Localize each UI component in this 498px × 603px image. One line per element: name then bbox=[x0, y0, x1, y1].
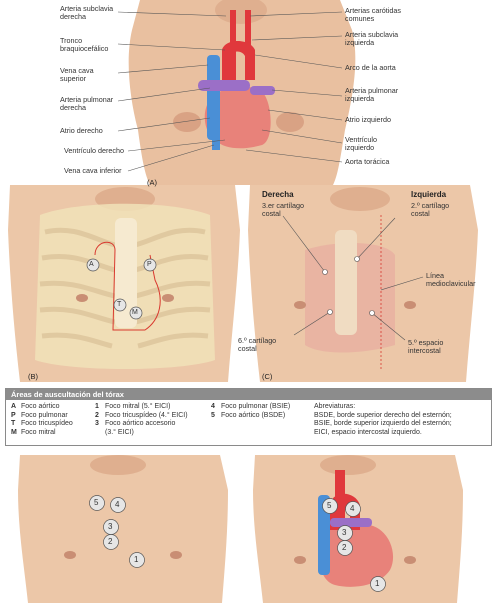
bottom-right-markers bbox=[322, 498, 386, 592]
legend-abbreviations: Abreviaturas: BSDE, borde superior derec… bbox=[314, 403, 492, 437]
label-ventriculo-izquierdo: Ventrículo izquierdo bbox=[345, 135, 377, 153]
legend-item-3-cont: (3.° EICI) bbox=[105, 428, 134, 436]
label-aorta-toracica: Aorta torácica bbox=[345, 157, 390, 166]
label-2o-cartilago-costal: 2.º cartílago costal bbox=[411, 201, 450, 219]
label-arteria-pulmonar-izquierda: Arteria pulmonar izquierda bbox=[345, 86, 399, 104]
abbrev-bsde: BSDE, borde superior derecho del esternó… bbox=[314, 411, 452, 419]
bl-marker-5: 5 bbox=[94, 498, 99, 507]
panel-c-torso bbox=[248, 185, 478, 382]
label-arteria-subclavia-izquierda: Arteria subclavia izquierda bbox=[345, 30, 399, 48]
label-arteria-pulmonar-derecha: Arteria pulmonar derecha bbox=[60, 95, 114, 113]
marker-p: P bbox=[147, 261, 152, 268]
panel-a-letter: (A) bbox=[147, 178, 157, 187]
label-vena-cava-superior: Vena cava superior bbox=[60, 66, 94, 84]
panel-b-torso bbox=[8, 185, 240, 382]
br-marker-1: 1 bbox=[375, 579, 380, 588]
panel-b-letter: (B) bbox=[28, 372, 38, 381]
panel-c-leaders bbox=[282, 215, 424, 341]
label-atrio-derecho: Atrio derecho bbox=[60, 126, 103, 135]
label-ventriculo-derecho: Ventrículo derecho bbox=[64, 146, 124, 155]
panel-c-title-derecha: Derecha bbox=[262, 190, 294, 199]
marker-a: A bbox=[89, 261, 94, 268]
bottom-right-torso bbox=[253, 455, 463, 603]
panel-a-leaders bbox=[117, 11, 343, 172]
label-6o-cartilago-costal: 6.º cartílago costal bbox=[238, 336, 277, 354]
label-tronco-braquiocefalico: Tronco braquiocefálico bbox=[60, 36, 109, 54]
panel-c-points bbox=[322, 256, 375, 316]
abbrev-title: Abreviaturas: bbox=[314, 403, 356, 410]
label-atrio-izquierdo: Atrio izquierdo bbox=[345, 115, 391, 124]
br-marker-2: 2 bbox=[342, 543, 347, 552]
panel-a-heart bbox=[198, 10, 275, 150]
marker-m: M bbox=[132, 309, 138, 316]
panel-c-title-izquierda: Izquierda bbox=[411, 190, 447, 199]
br-marker-3: 3 bbox=[342, 528, 347, 537]
label-vena-cava-inferior: Vena cava inferior bbox=[64, 166, 122, 175]
label-3er-cartilago-costal: 3.er cartílago costal bbox=[262, 201, 304, 219]
br-marker-4: 4 bbox=[350, 504, 355, 513]
abbrev-bsie: BSIE, borde superior izquierdo del ester… bbox=[314, 420, 452, 428]
legend-title: Áreas de auscultación del tórax bbox=[6, 389, 491, 400]
bl-marker-4: 4 bbox=[115, 500, 120, 509]
label-arteria-subclavia-derecha: Arteria subclavia derecha bbox=[60, 4, 114, 22]
bottom-left-torso bbox=[18, 455, 228, 603]
bottom-left-markers bbox=[89, 495, 145, 568]
label-linea-medioclavicular: Línea medioclavicular bbox=[426, 271, 476, 289]
label-arco-de-la-aorta: Arco de la aorta bbox=[345, 63, 396, 72]
br-marker-5: 5 bbox=[327, 501, 332, 510]
bl-marker-2: 2 bbox=[108, 537, 113, 546]
label-5o-espacio-intercostal: 5.º espacio intercostal bbox=[408, 338, 444, 356]
label-arterias-carotidas-comunes: Arterias carótidas comunes bbox=[345, 6, 401, 24]
bl-marker-3: 3 bbox=[108, 522, 113, 531]
bl-marker-1: 1 bbox=[134, 555, 139, 564]
marker-t: T bbox=[117, 301, 122, 308]
panel-c-letter: (C) bbox=[262, 372, 273, 381]
abbrev-eici: EICI, espacio intercostal izquierdo. bbox=[314, 428, 422, 436]
panel-b-markers bbox=[86, 258, 157, 320]
